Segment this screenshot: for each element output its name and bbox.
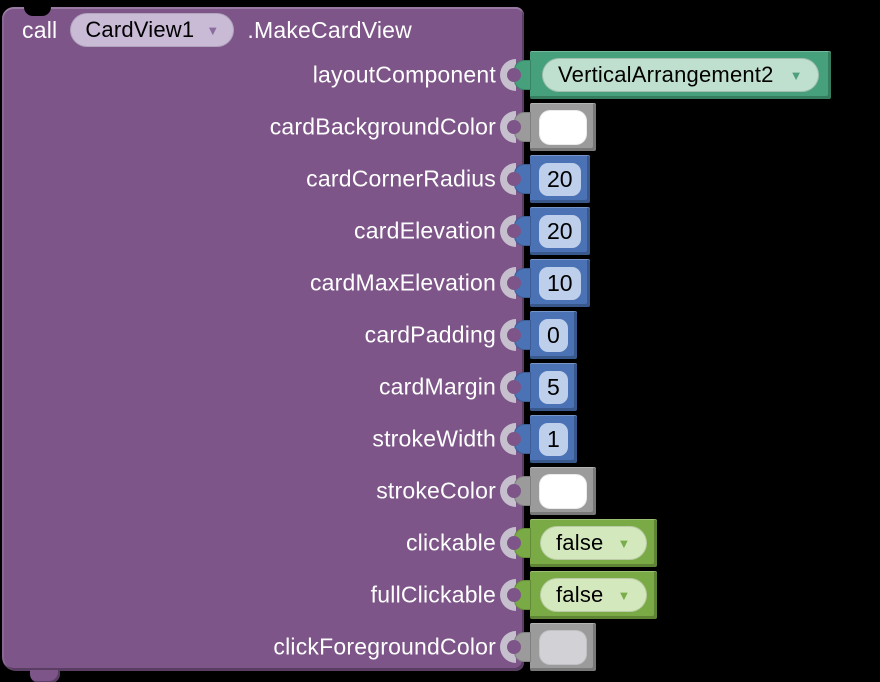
param-label: cardPadding	[364, 321, 496, 348]
param-label: cardMargin	[378, 373, 496, 400]
dropdown-value: false	[556, 530, 604, 555]
component-dropdown[interactable]: CardView1 ▼	[70, 13, 235, 47]
param-row: cardMargin 5	[0, 363, 880, 411]
method-name: .MakeCardView	[247, 16, 412, 43]
param-row: layoutComponent VerticalArrangement2 ▼	[0, 51, 880, 99]
param-row: strokeWidth 1	[0, 415, 880, 463]
number-field[interactable]: 0	[539, 318, 568, 352]
color-value-block[interactable]	[530, 467, 596, 515]
color-value-block[interactable]	[530, 623, 596, 671]
component-dropdown-value: CardView1	[85, 17, 195, 42]
param-label: cardMaxElevation	[309, 269, 496, 296]
number-value-block[interactable]: 20	[530, 155, 590, 203]
param-row: cardMaxElevation 10	[0, 259, 880, 307]
color-value-block[interactable]	[530, 103, 596, 151]
number-field[interactable]: 20	[539, 162, 581, 196]
component-value-block[interactable]: VerticalArrangement2 ▼	[530, 51, 831, 99]
param-label: fullClickable	[370, 581, 496, 608]
number-field[interactable]: 10	[539, 266, 581, 300]
boolean-value-block[interactable]: false ▼	[530, 519, 657, 567]
number-value-block[interactable]: 10	[530, 259, 590, 307]
boolean-value-block[interactable]: false ▼	[530, 571, 657, 619]
call-block[interactable]	[2, 7, 524, 682]
param-row: cardElevation 20	[0, 207, 880, 255]
param-label: layoutComponent	[312, 61, 496, 88]
param-label: cardCornerRadius	[306, 165, 496, 192]
dropdown-value: false	[556, 582, 604, 607]
number-value-block[interactable]: 5	[530, 363, 577, 411]
param-label: clickable	[405, 529, 496, 556]
param-row: cardPadding 0	[0, 311, 880, 359]
param-label: cardElevation	[354, 217, 496, 244]
number-value-block[interactable]: 1	[530, 415, 577, 463]
param-row: clickForegroundColor	[0, 623, 880, 671]
param-label: strokeWidth	[372, 425, 496, 452]
boolean-dropdown[interactable]: false ▼	[540, 526, 647, 560]
color-swatch[interactable]	[539, 629, 587, 665]
color-swatch[interactable]	[539, 473, 587, 509]
param-label: clickForegroundColor	[273, 633, 496, 660]
param-row: fullClickable false ▼	[0, 571, 880, 619]
dropdown-arrow-icon: ▼	[617, 535, 631, 551]
number-field[interactable]: 20	[539, 214, 581, 248]
color-swatch[interactable]	[539, 109, 587, 145]
dropdown-value: VerticalArrangement2	[558, 62, 774, 87]
number-value-block[interactable]: 0	[530, 311, 577, 359]
call-block-header: call CardView1 ▼ .MakeCardView	[2, 7, 524, 53]
param-row: cardCornerRadius 20	[0, 155, 880, 203]
param-row: strokeColor	[0, 467, 880, 515]
param-label: strokeColor	[376, 477, 496, 504]
number-field[interactable]: 5	[539, 370, 568, 404]
number-value-block[interactable]: 20	[530, 207, 590, 255]
call-keyword: call	[22, 16, 58, 43]
param-row: clickable false ▼	[0, 519, 880, 567]
dropdown-arrow-icon: ▼	[617, 587, 631, 603]
dropdown-arrow-icon: ▼	[789, 67, 803, 83]
number-field[interactable]: 1	[539, 422, 568, 456]
param-row: cardBackgroundColor	[0, 103, 880, 151]
component-dropdown[interactable]: VerticalArrangement2 ▼	[542, 58, 819, 92]
dropdown-arrow-icon: ▼	[206, 22, 220, 38]
param-label: cardBackgroundColor	[269, 113, 496, 140]
boolean-dropdown[interactable]: false ▼	[540, 578, 647, 612]
